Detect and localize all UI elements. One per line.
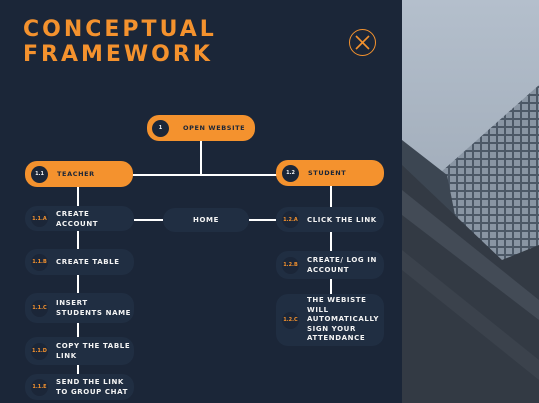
node-number-badge: 1.1.E [31,378,48,396]
connector-teacher-column [77,186,79,378]
building-photo [402,0,539,403]
connector-open-website-down [200,141,202,175]
node-create-table: 1.1.B CREATE TABLE [25,249,134,275]
node-label: COPY THE TABLE LINK [56,341,130,361]
node-label: CLICK THE LINK [307,215,377,224]
node-number-badge: 1.1.C [31,299,48,317]
node-label-line: COPY THE TABLE [56,342,131,350]
node-label: CREATE TABLE [56,258,120,266]
title-line-1: CONCEPTUAL [23,17,217,42]
node-label-line: INSERT [56,299,88,307]
close-button[interactable] [349,29,376,56]
node-label: HOME [193,216,219,224]
node-number-badge: 1.2.B [282,256,299,274]
close-x-circle-icon [355,35,370,50]
node-insert-students-name: 1.1.C INSERT STUDENTS NAME [25,293,134,323]
node-label-line: SIGN YOUR [307,324,356,333]
connector-home-right [249,219,276,221]
page-title: CONCEPTUAL FRAMEWORK [23,17,217,67]
node-create-account: 1.1.A CREATE ACCOUNT [25,206,134,231]
building-image [402,0,539,403]
node-number-badge: 1.1 [31,165,48,183]
node-label-line: THE WEBISTE [307,296,367,305]
connector-student-column [330,186,332,310]
node-auto-sign-attendance: 1.2.C THE WEBISTE WILL AUTOMATICALLY SIG… [276,294,384,346]
node-student: 1.2 STUDENT [276,160,384,186]
node-label: TEACHER [57,170,95,178]
node-label: CREATE ACCOUNT [56,209,99,228]
node-number-badge: 1.2 [282,164,299,182]
node-label-line: AUTOMATICALLY [307,315,380,324]
node-label-line: ATTENDANCE [307,334,366,343]
connector-horizontal-branch [132,174,277,176]
node-label-line: CREATE/ LOG IN [307,256,377,264]
node-number-badge: 1.1.A [31,210,48,227]
node-home: HOME [163,208,249,232]
node-label: CREATE/ LOG IN ACCOUNT [307,255,377,275]
title-line-2: FRAMEWORK [23,42,213,67]
node-label-line: LINK [56,352,77,360]
node-label-line: SEND THE LINK [56,378,124,386]
node-teacher: 1.1 TEACHER [25,161,133,187]
node-label: THE WEBISTE WILL AUTOMATICALLY SIGN YOUR… [307,296,379,344]
node-copy-table-link: 1.1.D COPY THE TABLE LINK [25,337,134,365]
node-create-login-account: 1.2.B CREATE/ LOG IN ACCOUNT [276,251,384,279]
node-label: SEND THE LINK TO GROUP CHAT [56,377,128,397]
node-label: STUDENT [308,169,347,177]
node-number-badge: 1.2.A [282,211,299,228]
node-open-website: 1 OPEN WEBSITE [147,115,255,141]
node-label-line: TO GROUP CHAT [56,388,128,396]
node-click-link: 1.2.A CLICK THE LINK [276,207,384,232]
node-number-badge: 1 [152,119,169,137]
node-number-badge: 1.1.D [31,342,48,360]
node-send-link: 1.1.E SEND THE LINK TO GROUP CHAT [25,374,134,400]
node-label-line: ACCOUNT [307,266,350,274]
slide-panel: CONCEPTUAL FRAMEWORK 1 OPEN WEBSITE 1.1 … [23,17,384,400]
node-number-badge: 1.2.C [282,311,299,329]
node-number-badge: 1.1.B [31,253,48,271]
node-label: INSERT STUDENTS NAME [56,298,131,318]
node-label-line: STUDENTS NAME [56,309,132,317]
connector-home-left [134,219,163,221]
node-label-line: WILL [307,305,329,314]
node-label: OPEN WEBSITE [183,124,246,132]
